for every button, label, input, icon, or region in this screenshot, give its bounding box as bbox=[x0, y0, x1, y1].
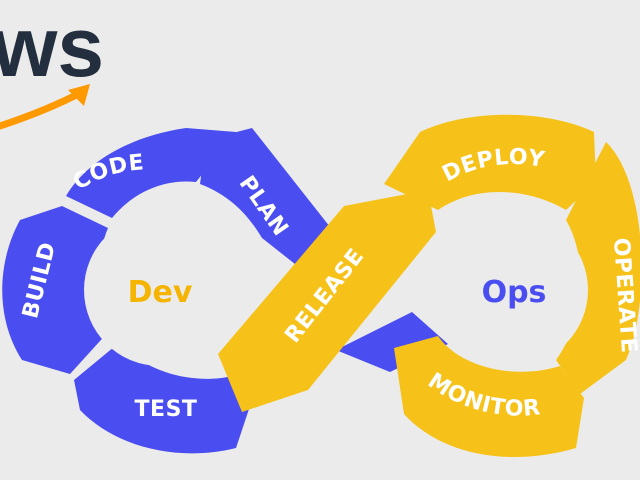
stage-monitor[interactable] bbox=[394, 336, 584, 458]
aws-smile-arrow bbox=[0, 88, 86, 130]
stage-release[interactable] bbox=[218, 190, 436, 412]
aws-logo: ws bbox=[0, 0, 104, 94]
stage-test-label: TEST bbox=[135, 397, 198, 422]
stage-test[interactable] bbox=[74, 342, 256, 454]
stage-build[interactable] bbox=[2, 206, 110, 374]
ops-hub-label: Ops bbox=[482, 275, 547, 310]
dev-hub-label: Dev bbox=[128, 275, 193, 310]
stage-code[interactable] bbox=[66, 128, 236, 218]
dev-hub bbox=[84, 214, 236, 366]
stage-operate[interactable] bbox=[556, 142, 640, 394]
ops-hub bbox=[436, 214, 588, 366]
aws-arrow-head bbox=[68, 84, 90, 106]
ops-ring bbox=[384, 114, 640, 458]
stage-plan[interactable] bbox=[200, 128, 334, 268]
stage-deploy[interactable] bbox=[384, 114, 596, 210]
dev-ring bbox=[2, 128, 334, 454]
